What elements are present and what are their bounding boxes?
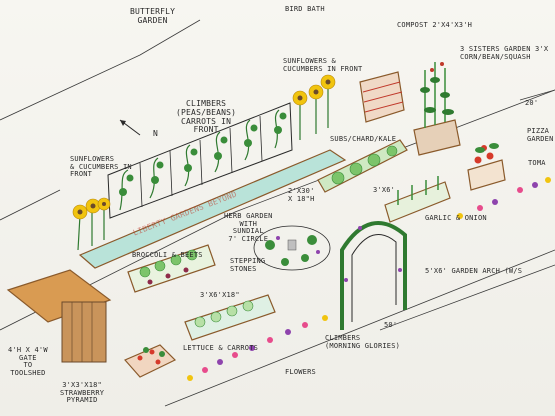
- herb-garden: [253, 225, 331, 271]
- compost-bin: [359, 71, 405, 123]
- arch-label: 5'X6' GARDEN ARCH (W/S: [425, 267, 523, 275]
- sunflowers-left-label: SUNFLOWERS & CUCUMBERS IN FRONT: [70, 155, 132, 179]
- kale-bed: [317, 139, 408, 193]
- gate-label: 4'H X 4'W GATE TO TOOLSHED: [8, 346, 48, 378]
- compost-label: COMPOST 2'X4'X3'H: [397, 21, 473, 29]
- sunflowers-front-label: SUNFLOWERS & CUCUMBERS IN FRONT: [283, 57, 363, 73]
- dim-3x6-label: 3'X6': [373, 186, 396, 194]
- broccoli-bed: [127, 244, 216, 293]
- dim-50-label: 50': [384, 321, 398, 329]
- strawberry-label: 3'X3'X18" STRAWBERRY PYRAMID: [60, 381, 105, 405]
- kale-label: SUBS/CHARD/KALE: [330, 135, 397, 143]
- pizza-label: PIZZA GARDEN: [527, 127, 554, 143]
- climbers-trellis: [78, 102, 347, 269]
- pizza-bed: [467, 143, 506, 191]
- climbers-bottom-label: CLIMBERS (MORNING GLORIES): [325, 334, 401, 350]
- three-sisters-bed: [413, 62, 461, 156]
- strawberry-pyramid: [124, 344, 177, 378]
- toolshed-gate: [6, 269, 112, 363]
- north-arrow: [119, 119, 141, 136]
- sunflowers: [72, 74, 336, 251]
- dim-3x6-mid-label: 3'X6'X18": [200, 291, 240, 299]
- butterfly-garden-label: BUTTERFLY GARDEN: [130, 7, 176, 25]
- dim-2x30-label: 2'X30' X 18"H: [288, 187, 315, 203]
- broccoli-label: BROCCOLI & BEETS: [132, 251, 203, 259]
- tomatoes-label: TOMA: [528, 159, 546, 167]
- dim-20-label: 20': [525, 99, 539, 107]
- stepping-stones-label: STEPPING STONES: [230, 257, 266, 273]
- bird-bath-label: BIRD BATH: [285, 5, 325, 13]
- three-sisters-label: 3 SISTERS GARDEN 3'X CORN/BEAN/SQUASH: [460, 45, 549, 61]
- garlic-bed: [384, 176, 451, 223]
- garden-arch: [340, 221, 407, 330]
- climbers-top-label: CLIMBERS (PEAS/BEANS) CARROTS IN FRONT: [176, 99, 237, 135]
- garlic-label: GARLIC & ONION: [425, 214, 487, 222]
- border-flowers: [187, 177, 551, 381]
- lettuce-bed: [184, 294, 276, 341]
- lettuce-label: LETTUCE & CARROTS: [183, 344, 259, 352]
- herb-garden-label: HERB GARDEN WITH SUNDIAL 7' CIRCLE: [224, 212, 273, 244]
- north-label: N: [153, 129, 159, 138]
- flowers-label: FLOWERS: [285, 368, 316, 376]
